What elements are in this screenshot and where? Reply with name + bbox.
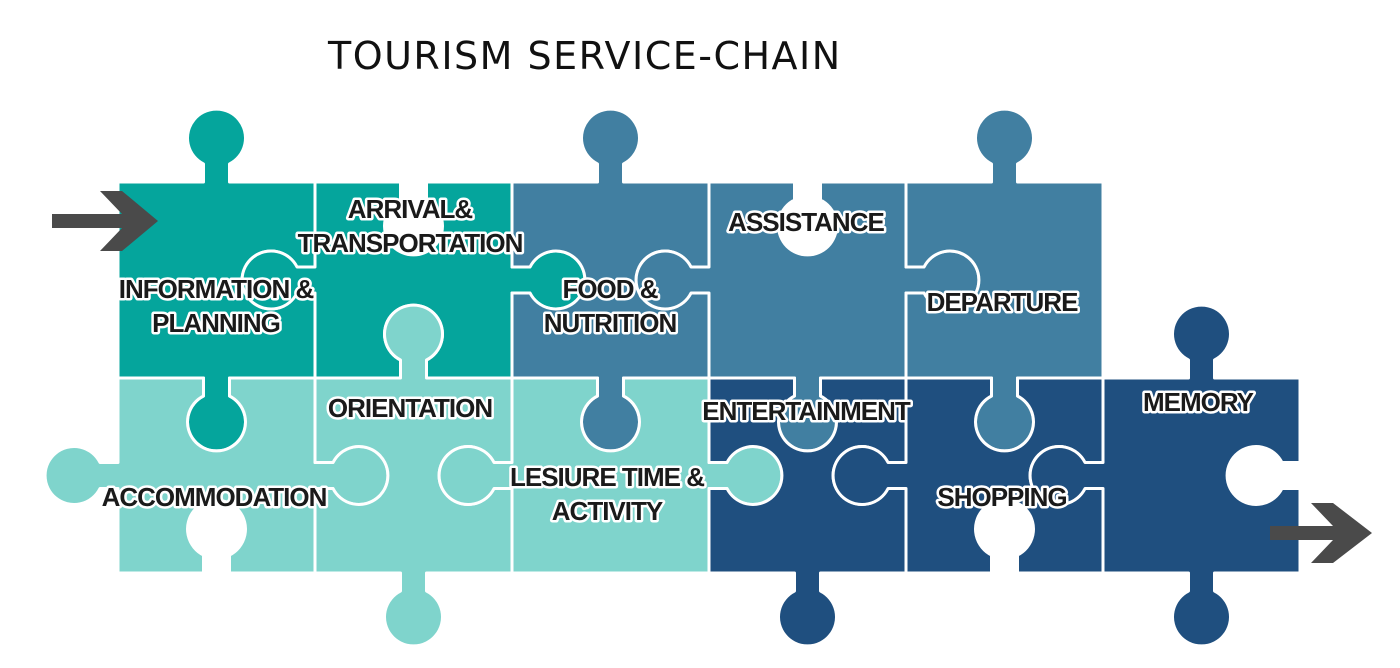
piece-label-line: TRANSPORTATION bbox=[298, 228, 523, 258]
piece-label-line: DEPARTURE bbox=[927, 287, 1079, 317]
piece-label-orientation: ORIENTATION bbox=[328, 393, 492, 423]
piece-label-line: SHOPPING bbox=[937, 482, 1066, 512]
piece-label-shopping: SHOPPING bbox=[937, 482, 1066, 512]
piece-labels: INFORMATION & PLANNING ARRIVAL&TRANSPORTAT… bbox=[99, 192, 1257, 529]
puzzle-piece-memory bbox=[1028, 303, 1302, 648]
piece-label-line: FOOD & bbox=[562, 274, 657, 304]
piece-label-accommodation: ACCOMMODATION bbox=[102, 482, 327, 512]
piece-label-entertainment: ENTERTAINMENT bbox=[702, 396, 911, 426]
piece-label-line: ORIENTATION bbox=[328, 393, 492, 423]
piece-label-leisure: LESIURE TIME & ACTIVITY bbox=[510, 462, 704, 526]
piece-label-departure: DEPARTURE bbox=[927, 287, 1079, 317]
piece-label-line: NUTRITION bbox=[544, 308, 677, 338]
piece-label-line: PLANNING bbox=[152, 308, 280, 338]
piece-label-line: ACCOMMODATION bbox=[102, 482, 327, 512]
piece-label-arrival: ARRIVAL&TRANSPORTATION bbox=[298, 194, 523, 258]
piece-label-line: MEMORY bbox=[1143, 387, 1254, 417]
piece-label-food: FOOD & NUTRITION bbox=[544, 274, 677, 338]
flow-arrows bbox=[52, 191, 1372, 563]
piece-label-line: ASSISTANCE bbox=[728, 207, 884, 237]
piece-label-line: ARRIVAL& bbox=[348, 194, 473, 224]
piece-label-information: INFORMATION & PLANNING bbox=[119, 274, 314, 338]
piece-label-assistance: ASSISTANCE bbox=[728, 207, 884, 237]
start-arrow-icon bbox=[52, 191, 158, 251]
piece-label-line: LESIURE TIME & bbox=[510, 462, 704, 492]
piece-label-line: INFORMATION & bbox=[119, 274, 314, 304]
piece-label-memory: MEMORY bbox=[1143, 387, 1254, 417]
piece-label-line: ENTERTAINMENT bbox=[702, 396, 911, 426]
puzzle-pieces bbox=[43, 107, 1302, 648]
end-arrow-icon bbox=[1270, 503, 1372, 563]
piece-label-line: ACTIVITY bbox=[552, 496, 663, 526]
diagram-title: TOURISM SERVICE-CHAIN bbox=[328, 34, 842, 78]
